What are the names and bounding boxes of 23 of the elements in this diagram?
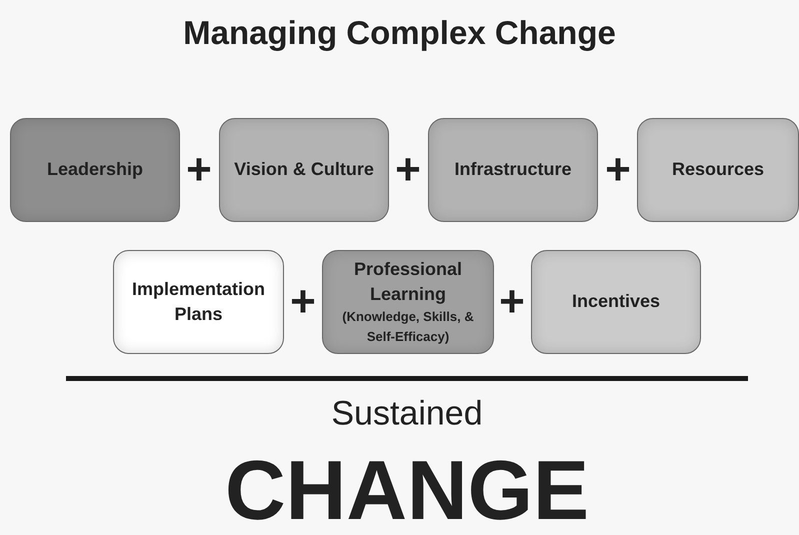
- rounded-box: [219, 118, 389, 222]
- plus-sign: +: [499, 276, 525, 328]
- box-title: Resources: [672, 158, 764, 182]
- box-title: Incentives: [572, 290, 660, 314]
- diagram-title: Managing Complex Change: [182, 13, 617, 53]
- result-label: Sustained: [331, 394, 483, 434]
- box-subtitle: (Knowledge, Skills, & Self-Efficacy): [341, 308, 475, 346]
- result-heading: CHANGE: [225, 448, 589, 532]
- rounded-box: [113, 250, 284, 354]
- rounded-box: [637, 118, 799, 222]
- rounded-box: [428, 118, 598, 222]
- rounded-box: [531, 250, 701, 354]
- plus-sign: +: [290, 276, 316, 328]
- plus-sign: +: [186, 144, 212, 196]
- box-title: Implementation Plans: [130, 278, 266, 326]
- box-title: Leadership: [46, 158, 144, 182]
- box-title: Professional Learning: [352, 258, 464, 306]
- plus-sign: +: [395, 144, 421, 196]
- box-title: Infrastructure: [454, 158, 572, 182]
- box-title: Vision & Culture: [234, 158, 374, 182]
- rounded-box: [322, 250, 494, 354]
- rounded-box: [10, 118, 180, 222]
- plus-sign: +: [605, 144, 631, 196]
